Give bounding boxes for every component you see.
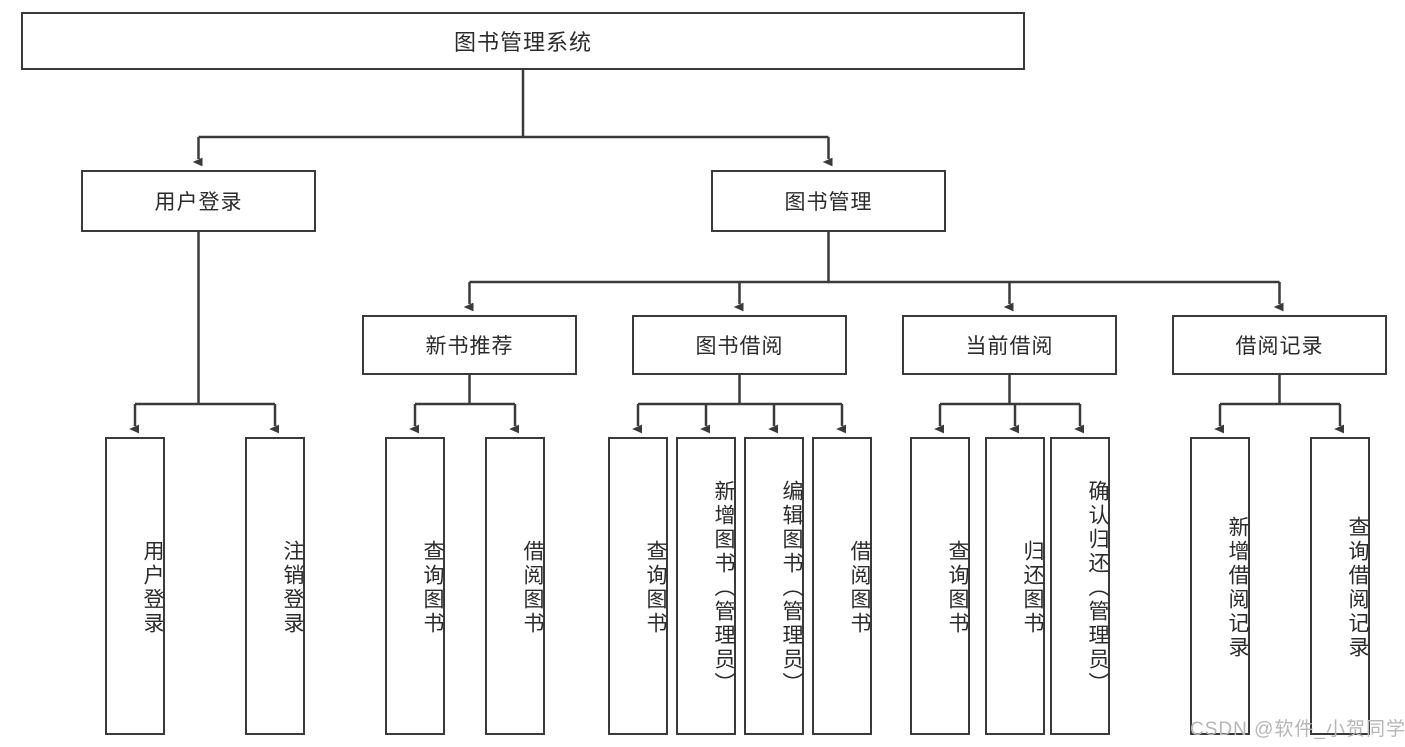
node-book-borrow[interactable]: 图书借阅 — [632, 315, 847, 375]
node-leaf-query-record[interactable]: 查询借阅记录 — [1310, 437, 1370, 735]
node-label: 编辑图书（管理员） — [780, 480, 803, 696]
node-label: 新增图书（管理员） — [712, 480, 735, 696]
node-label: 确认归还（管理员） — [1086, 480, 1109, 696]
node-leaf-borrow-book[interactable]: 借阅图书 — [812, 437, 872, 735]
node-leaf-query-book-cur[interactable]: 查询图书 — [910, 437, 970, 735]
node-leaf-add-book[interactable]: 新增图书（管理员） — [676, 437, 736, 735]
node-current-borrow[interactable]: 当前借阅 — [902, 315, 1117, 375]
node-label: 查询图书 — [946, 540, 969, 636]
node-user-login[interactable]: 用户登录 — [81, 170, 316, 232]
node-label: 图书借阅 — [695, 335, 784, 358]
node-label: 新书推荐 — [425, 335, 514, 358]
node-root[interactable]: 图书管理系统 — [21, 12, 1025, 70]
node-label: 借阅图书 — [848, 540, 871, 636]
node-label: 注销登录 — [281, 540, 304, 636]
node-leaf-add-record[interactable]: 新增借阅记录 — [1190, 437, 1250, 735]
node-label: 借阅记录 — [1235, 335, 1324, 358]
node-label: 借阅图书 — [521, 540, 544, 636]
node-leaf-edit-book[interactable]: 编辑图书（管理员） — [744, 437, 804, 735]
node-label: 查询图书 — [644, 540, 667, 636]
node-book-management[interactable]: 图书管理 — [711, 170, 946, 232]
node-leaf-query-book[interactable]: 查询图书 — [608, 437, 668, 735]
node-label: 用户登录 — [154, 191, 243, 214]
node-borrow-record[interactable]: 借阅记录 — [1172, 315, 1387, 375]
node-label: 图书管理 — [784, 191, 873, 214]
node-leaf-query-book-rec[interactable]: 查询图书 — [385, 437, 445, 735]
node-leaf-confirm-return[interactable]: 确认归还（管理员） — [1050, 437, 1110, 735]
node-leaf-return-book[interactable]: 归还图书 — [985, 437, 1045, 735]
node-label: 用户登录 — [141, 540, 164, 636]
node-label: 查询图书 — [421, 540, 444, 636]
node-label: 当前借阅 — [965, 335, 1054, 358]
node-label: 图书管理系统 — [453, 30, 592, 55]
node-label: 归还图书 — [1021, 540, 1044, 636]
node-leaf-user-login[interactable]: 用户登录 — [105, 437, 165, 735]
node-label: 查询借阅记录 — [1346, 516, 1369, 660]
node-label: 新增借阅记录 — [1226, 516, 1249, 660]
node-leaf-borrow-book-rec[interactable]: 借阅图书 — [485, 437, 545, 735]
node-leaf-logout[interactable]: 注销登录 — [245, 437, 305, 735]
node-new-book-recommend[interactable]: 新书推荐 — [362, 315, 577, 375]
